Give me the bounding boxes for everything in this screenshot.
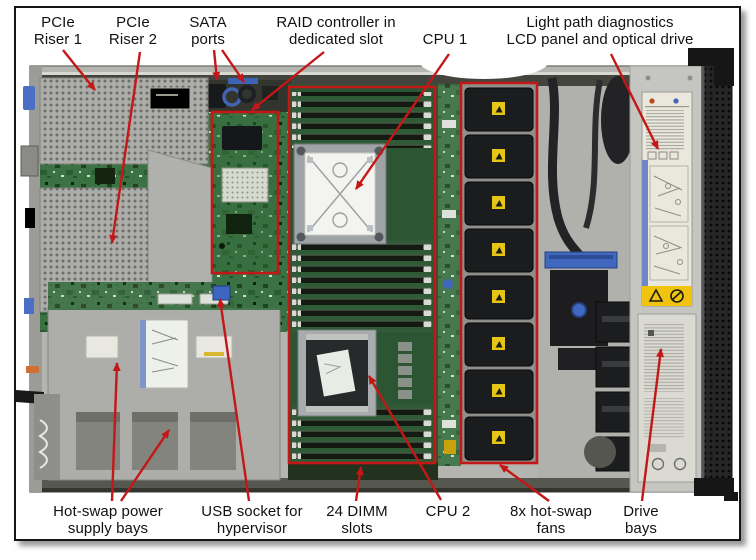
- service-diagrams: [649, 165, 689, 281]
- drive-backplane-connectors: [595, 301, 637, 472]
- cable-mass: [601, 76, 635, 164]
- psu-bay-cutouts: [76, 412, 236, 470]
- callout-cpu1: CPU 1: [422, 31, 468, 48]
- rear-blue-touchpoint: [23, 86, 35, 110]
- warning-strip: [642, 286, 692, 306]
- fan-cable-bundle: [547, 77, 586, 261]
- drive-platter: [584, 436, 616, 468]
- arrow-drive-bays: [640, 348, 664, 502]
- annotation-arrows: [62, 49, 664, 502]
- arrow-cpu2: [367, 375, 443, 501]
- usb-hypervisor-socket: [212, 285, 231, 301]
- dimm-group-top: [292, 92, 432, 148]
- pcie-riser-1-cage: [39, 77, 209, 165]
- cpu2-socket: [297, 329, 377, 417]
- arrow-sata-right: [221, 49, 245, 83]
- fan-cage: [461, 84, 538, 464]
- right-interior: [538, 76, 637, 478]
- arrow-psu-left: [110, 362, 121, 502]
- photo-glare: [420, 45, 548, 79]
- arrow-pcie-riser-1: [62, 49, 96, 91]
- arrow-raid-controller: [251, 51, 325, 111]
- front-bezel: [688, 48, 738, 501]
- arrow-light-path: [609, 53, 660, 150]
- arrow-fans: [499, 464, 550, 502]
- vrm-chokes: [398, 342, 412, 399]
- cpu1-heatsink: [293, 143, 387, 245]
- dimm-annotation-box: [287, 85, 437, 465]
- arrow-usb-hypervisor: [217, 298, 251, 502]
- rear-vga-connector: [20, 145, 39, 177]
- service-label-panel: [641, 91, 693, 307]
- raid-heatsink: [221, 167, 269, 203]
- psu-latch-rail: [34, 394, 60, 480]
- rear-orange-pin: [26, 366, 39, 373]
- arrow-psu-right: [120, 429, 170, 502]
- board-front-strip: [48, 282, 292, 310]
- arrow-pcie-riser-2: [109, 51, 142, 244]
- fans-annotation-box: [459, 81, 539, 465]
- yellow-latch: [444, 440, 456, 454]
- arrow-sata-left: [212, 49, 221, 81]
- raid-controller-card: [214, 116, 275, 270]
- psu-wire: [37, 419, 48, 469]
- annotation-boxes: [210, 81, 539, 465]
- raid-sas-connector: [222, 126, 262, 150]
- front-cover: [629, 65, 703, 493]
- psu-center-label: [139, 319, 189, 389]
- cpu2-cover-label: [316, 349, 356, 397]
- dimm-group-middle: [292, 240, 432, 332]
- arrow-dimm-slots: [354, 466, 364, 502]
- riser1-label: [149, 87, 191, 110]
- rack-latch-top: [688, 48, 734, 86]
- board-edge-strip: [438, 84, 461, 466]
- callout-cpu2: CPU 2: [425, 503, 471, 520]
- arrow-cpu1: [355, 53, 450, 190]
- rack-latch-bottom: [694, 478, 734, 496]
- raid-annotation-box: [210, 110, 280, 275]
- dimm-cpu-region: [288, 84, 438, 480]
